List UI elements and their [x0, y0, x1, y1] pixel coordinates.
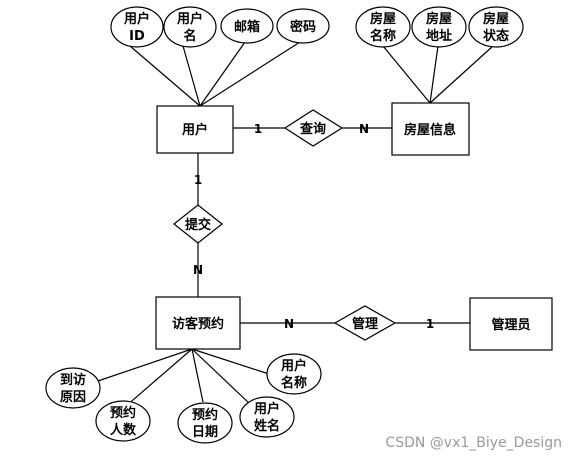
entity-admin-label: 管理员 [491, 317, 530, 333]
attribute-house-address-line2: 地址 [426, 28, 452, 44]
relationship-manage-label: 管理 [352, 316, 378, 332]
attribute-user-id-line1: 用户 [123, 11, 150, 27]
connector-lines [97, 41, 494, 407]
attribute-visit-reason: 到访 原因 [45, 367, 101, 409]
entity-user: 用户 [156, 105, 234, 154]
entity-admin: 管理员 [469, 297, 553, 351]
attribute-booked-user-name-line1: 用户 [253, 401, 280, 417]
relationship-manage: 管理 [333, 305, 397, 341]
relationship-query: 查询 [283, 109, 344, 147]
attribute-booking-count-line1: 预约 [110, 405, 136, 421]
attribute-password: 密码 [276, 8, 330, 44]
attribute-house-name: 房屋 名称 [355, 6, 411, 48]
attribute-user-name: 用户 名 [163, 6, 217, 48]
attribute-house-status: 房屋 状态 [468, 6, 524, 48]
attribute-booking-count: 预约 人数 [95, 400, 151, 442]
cardinality-booking-manage: N [284, 317, 294, 331]
cardinality-user-query: 1 [254, 122, 262, 136]
attribute-visit-reason-line1: 到访 [60, 372, 86, 388]
attribute-booked-user-name: 用户 姓名 [239, 396, 295, 438]
attribute-booking-date: 预约 日期 [177, 402, 233, 444]
relationship-submit: 提交 [173, 204, 223, 244]
attribute-booked-user-name-line2: 姓名 [253, 418, 280, 434]
relationship-submit-label: 提交 [185, 217, 211, 233]
attribute-booking-date-line1: 预约 [192, 407, 218, 423]
attribute-house-name-line2: 名称 [370, 28, 396, 44]
attribute-booked-user-title: 用户 名称 [266, 353, 322, 395]
relationship-query-label: 查询 [299, 121, 326, 137]
attribute-user-id-line2: ID [129, 29, 145, 44]
attribute-booked-user-title-line1: 用户 [280, 358, 307, 374]
entity-house-info: 房屋信息 [391, 102, 470, 156]
cardinality-manage-admin: 1 [426, 317, 434, 331]
cardinality-submit-booking: N [193, 263, 203, 277]
attribute-password-label: 密码 [289, 19, 316, 35]
attribute-house-name-line1: 房屋 [370, 11, 396, 27]
entity-visitor-booking-label: 访客预约 [172, 316, 224, 332]
attribute-email-label: 邮箱 [234, 19, 260, 35]
entity-house-info-label: 房屋信息 [404, 122, 456, 138]
watermark-text: CSDN @vx1_Biye_Design [385, 435, 562, 451]
attribute-booked-user-title-line2: 名称 [281, 375, 307, 391]
attribute-user-name-line2: 名 [183, 28, 196, 44]
cardinality-query-house: N [359, 122, 369, 136]
attribute-user-id: 用户 ID [110, 6, 164, 48]
attribute-house-address-line1: 房屋 [426, 11, 452, 27]
cardinality-user-submit: 1 [194, 173, 202, 187]
attribute-house-status-line2: 状态 [483, 28, 509, 44]
attribute-email: 邮箱 [220, 8, 274, 44]
attribute-house-address: 房屋 地址 [411, 6, 467, 48]
attribute-booking-count-line2: 人数 [110, 422, 137, 438]
attribute-house-status-line1: 房屋 [483, 11, 509, 27]
entity-user-label: 用户 [181, 122, 208, 138]
attribute-user-name-line1: 用户 [176, 11, 203, 27]
entity-visitor-booking: 访客预约 [155, 296, 241, 350]
attribute-visit-reason-line2: 原因 [60, 390, 86, 405]
attribute-booking-date-line2: 日期 [192, 425, 218, 440]
